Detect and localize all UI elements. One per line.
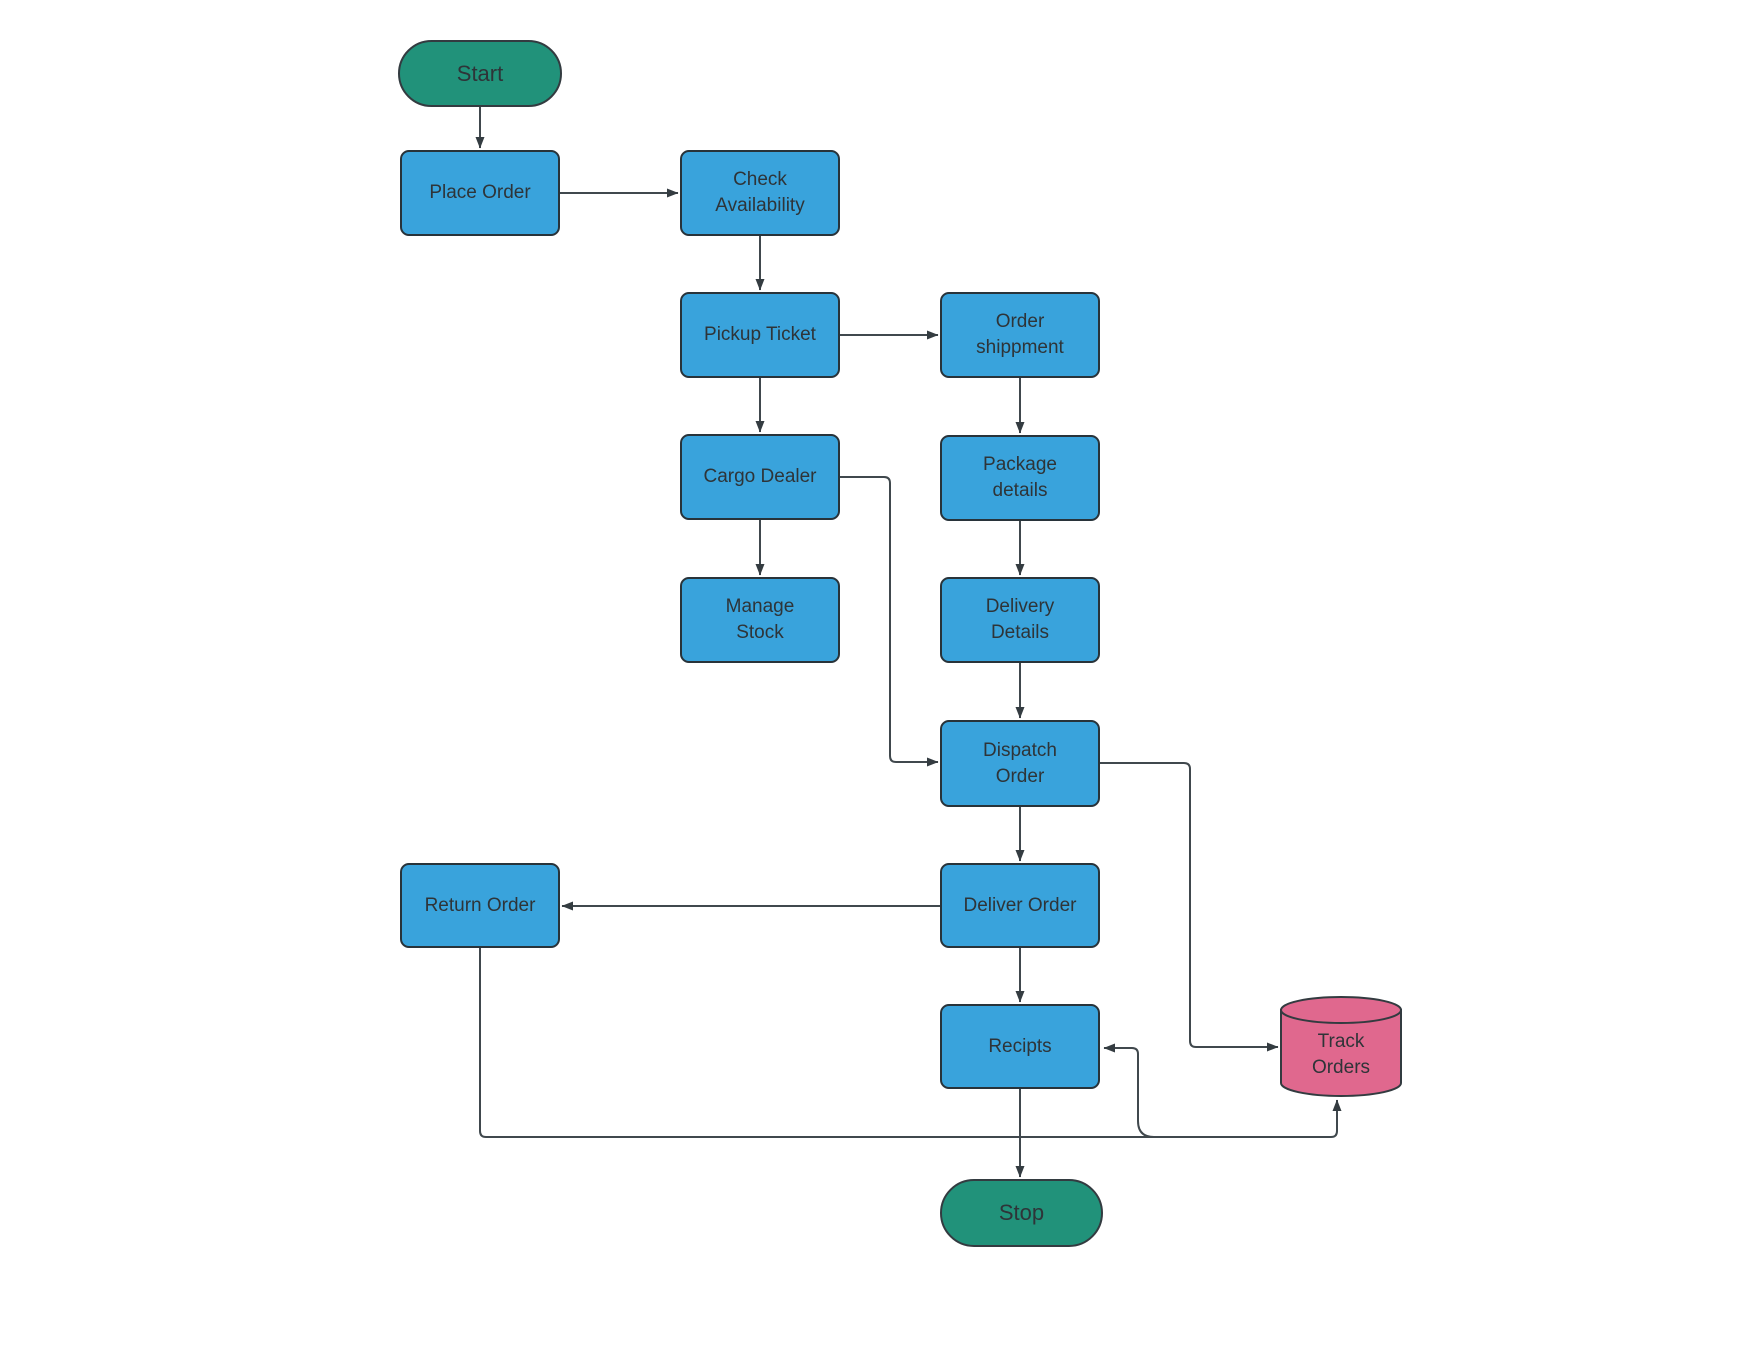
node-delivery-details: Delivery Details [940,577,1100,663]
node-start-label: Start [456,60,504,86]
node-package-details: Package details [940,435,1100,521]
node-recipts: Recipts [940,1004,1100,1089]
node-cargo-dealer-label: Cargo Dealer [703,466,817,487]
node-place-order: Place Order [400,150,560,236]
edge-track-orders-to-recipts [1103,1043,1155,1138]
node-order-shippment: Order shippment [940,292,1100,378]
node-dispatch-order-label: Dispatch Order [983,739,1057,787]
node-track-orders-label: Track Orders [1311,1030,1371,1078]
node-dispatch-order: Dispatch Order [940,720,1100,807]
node-track-orders: Track Orders [1280,996,1402,1097]
node-manage-stock: Manage Stock [680,577,840,663]
node-recipts-label: Recipts [988,1035,1052,1057]
node-start: Start [398,40,562,107]
node-return-order-label: Return Order [424,894,536,916]
node-return-order: Return Order [400,863,560,948]
node-stop-label: Stop [998,1200,1045,1225]
node-deliver-order: Deliver Order [940,863,1100,948]
node-place-order-label: Place Order [429,182,531,203]
node-delivery-details-label: Delivery Details [985,596,1055,643]
node-deliver-order-label: Deliver Order [963,894,1077,916]
node-order-shippment-label: Order shippment [976,311,1064,358]
node-package-details-label: Package details [983,454,1057,501]
edge-cargo-dealer-to-dispatch-order [840,476,939,767]
edge-return-order-to-track-orders [479,948,1342,1138]
node-pickup-ticket-label: Pickup Ticket [704,324,816,345]
node-manage-stock-label: Manage Stock [725,596,795,643]
edge-dispatch-order-to-track-orders [1100,762,1279,1052]
node-stop: Stop [940,1179,1103,1247]
database-cylinder-shape [1280,996,1402,1097]
node-pickup-ticket: Pickup Ticket [680,292,840,378]
node-check-availability-label: Check Availability [715,169,805,216]
node-cargo-dealer: Cargo Dealer [680,434,840,520]
node-check-availability: Check Availability [680,150,840,236]
